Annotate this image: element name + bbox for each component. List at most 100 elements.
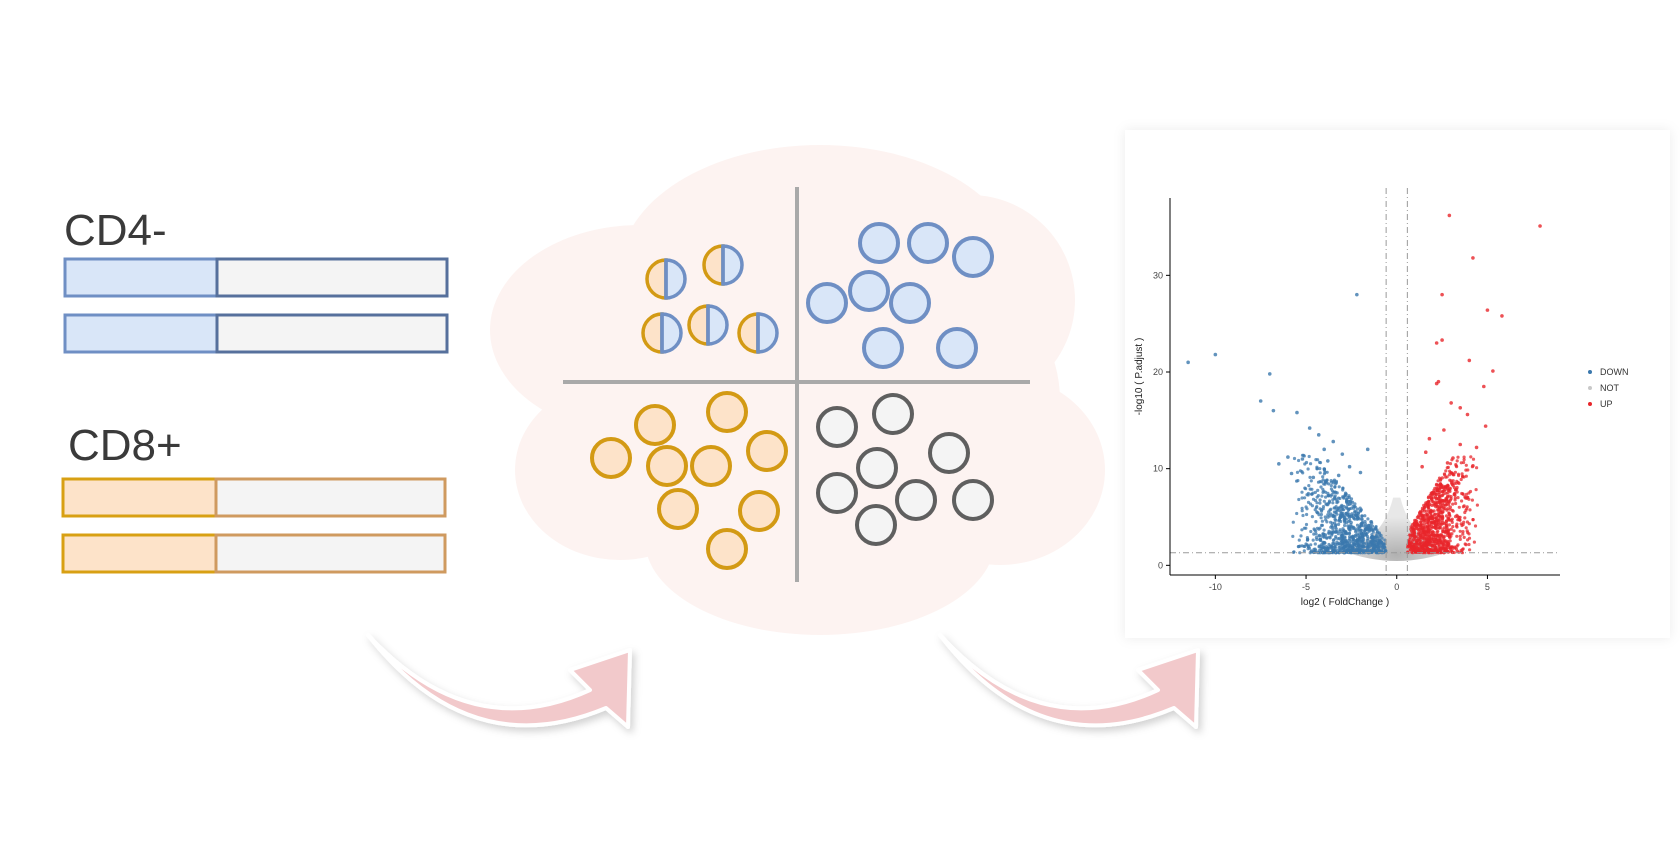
point-up xyxy=(1471,457,1476,461)
bar-cd4-1-left xyxy=(63,257,219,298)
point-down xyxy=(1351,537,1355,541)
point-up xyxy=(1436,504,1440,508)
point-up xyxy=(1423,450,1428,455)
x-tick-label: -10 xyxy=(1209,582,1222,592)
point-up xyxy=(1456,543,1460,547)
point-up xyxy=(1500,314,1504,318)
point-down xyxy=(1329,525,1333,529)
point-up xyxy=(1467,542,1471,547)
point-up xyxy=(1441,493,1445,497)
point-down xyxy=(1351,500,1355,504)
point-up xyxy=(1436,379,1441,384)
point-up xyxy=(1491,369,1495,373)
point-down xyxy=(1357,549,1362,553)
point-down xyxy=(1383,545,1387,550)
point-down xyxy=(1372,541,1376,546)
cell-orange-1 xyxy=(634,404,676,446)
point-up xyxy=(1450,471,1454,475)
point-down xyxy=(1361,551,1365,555)
point-down xyxy=(1358,506,1362,510)
point-up xyxy=(1449,549,1453,553)
point-down xyxy=(1331,498,1335,502)
point-down xyxy=(1299,534,1303,538)
point-up xyxy=(1454,501,1458,506)
point-down xyxy=(1305,512,1309,517)
point-down xyxy=(1329,512,1333,516)
point-down xyxy=(1318,498,1322,502)
point-up xyxy=(1449,518,1453,523)
point-down xyxy=(1341,527,1345,531)
series-up-outliers xyxy=(1420,213,1542,469)
point-up xyxy=(1426,496,1430,500)
point-down xyxy=(1374,527,1378,531)
cell-gray-5 xyxy=(895,479,937,521)
point-down xyxy=(1314,520,1318,524)
point-up xyxy=(1437,518,1442,522)
point-down xyxy=(1370,524,1375,528)
arrow-2-shape xyxy=(938,633,1200,729)
point-down xyxy=(1378,545,1382,549)
point-up xyxy=(1426,504,1430,508)
point-down xyxy=(1331,514,1336,518)
point-down xyxy=(1360,535,1365,539)
point-down xyxy=(1342,495,1346,499)
point-down xyxy=(1355,507,1360,511)
point-up xyxy=(1538,224,1542,228)
point-up xyxy=(1461,547,1465,552)
cell-half-right xyxy=(721,244,744,286)
point-up xyxy=(1429,522,1433,526)
point-up xyxy=(1425,547,1429,551)
point-down xyxy=(1319,512,1323,517)
point-up xyxy=(1431,538,1436,542)
point-up xyxy=(1415,524,1419,529)
point-up xyxy=(1445,508,1449,512)
cell-orange-5 xyxy=(690,445,732,487)
point-up xyxy=(1408,544,1412,548)
point-down xyxy=(1319,485,1323,489)
point-down xyxy=(1213,352,1218,357)
x-axis-label: log2 ( FoldChange ) xyxy=(1301,597,1389,608)
point-up xyxy=(1464,474,1468,478)
point-down xyxy=(1306,500,1311,504)
point-down xyxy=(1339,534,1343,538)
point-up xyxy=(1472,540,1476,544)
point-down xyxy=(1360,514,1364,518)
point-up xyxy=(1425,515,1429,519)
point-up xyxy=(1464,463,1468,467)
point-down xyxy=(1384,549,1388,553)
point-down xyxy=(1327,531,1331,535)
point-up xyxy=(1419,529,1423,533)
point-down xyxy=(1340,513,1344,518)
point-up xyxy=(1420,531,1424,535)
point-down xyxy=(1321,505,1326,509)
point-down xyxy=(1341,541,1345,546)
point-up xyxy=(1441,510,1445,514)
point-down xyxy=(1337,522,1341,527)
point-up xyxy=(1439,510,1443,515)
point-down xyxy=(1318,471,1322,475)
point-up xyxy=(1461,530,1465,534)
point-up xyxy=(1445,502,1449,506)
point-down xyxy=(1320,494,1324,498)
legend-swatch-up xyxy=(1588,402,1592,406)
point-down xyxy=(1333,485,1337,489)
point-up xyxy=(1429,508,1433,512)
x-tick-label: 0 xyxy=(1394,582,1399,592)
point-up xyxy=(1461,532,1465,536)
point-down xyxy=(1333,548,1337,553)
sample-bar-cd8-1 xyxy=(61,477,447,518)
point-up xyxy=(1458,405,1463,410)
point-up xyxy=(1425,509,1429,513)
point-down xyxy=(1300,490,1304,494)
point-down xyxy=(1324,495,1328,499)
point-up xyxy=(1432,541,1436,545)
point-down xyxy=(1336,532,1340,536)
point-up xyxy=(1465,412,1470,417)
point-up xyxy=(1429,492,1433,496)
point-up xyxy=(1440,533,1444,538)
point-up xyxy=(1438,487,1442,491)
point-up xyxy=(1423,504,1427,508)
arrow-2 xyxy=(938,633,1200,729)
point-up xyxy=(1441,529,1445,534)
